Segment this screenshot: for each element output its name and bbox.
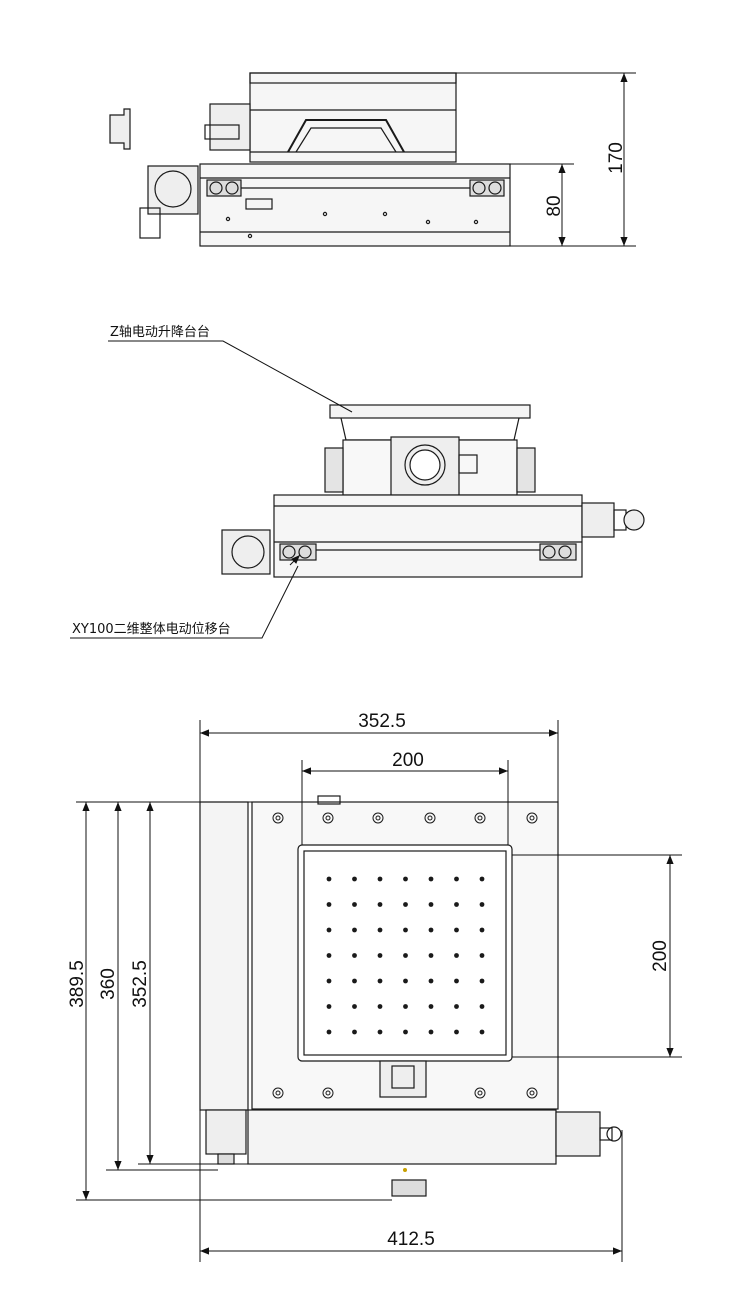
table-hole (352, 1029, 357, 1035)
table-hole (479, 1029, 485, 1035)
table-hole (352, 953, 357, 958)
table-hole (352, 1004, 357, 1009)
table-hole (326, 1004, 332, 1009)
table-hole (326, 978, 332, 984)
mounting-hole (526, 1087, 538, 1099)
mounting-hole (424, 812, 436, 824)
table-hole (377, 927, 383, 933)
mounting-hole (272, 1087, 284, 1099)
table-hole (377, 1004, 383, 1009)
table-hole (352, 876, 357, 882)
table-hole (428, 953, 434, 958)
label-z-stage: Z轴电动升降台台 (110, 325, 210, 340)
mounting-hole-inner (529, 815, 535, 821)
table-hole (352, 927, 357, 933)
table-hole (454, 902, 459, 907)
side-dimensions (456, 72, 636, 247)
mounting-hole (474, 1087, 486, 1099)
table-hole (428, 1004, 434, 1009)
mounting-hole-inner (529, 1090, 535, 1096)
table-hole (403, 876, 408, 882)
table-hole (326, 927, 332, 933)
table-hole (326, 953, 332, 958)
table-hole (479, 927, 485, 933)
table-hole-grid (326, 876, 485, 1035)
table-hole (403, 902, 408, 907)
table-hole (352, 978, 357, 984)
side-view (109, 72, 511, 247)
table-hole (403, 978, 408, 984)
table-hole (479, 1004, 485, 1009)
mounting-hole (526, 812, 538, 824)
table-hole (454, 1004, 459, 1009)
mounting-hole (474, 812, 486, 824)
top-dimensions (76, 720, 682, 1262)
label-xy-stage: XY100二维整体电动位移台 (72, 622, 231, 637)
dim-height-b: 360 (98, 968, 119, 1000)
dim-height-c: 352.5 (130, 960, 151, 1008)
mounting-hole (372, 812, 384, 824)
table-hole (479, 902, 485, 907)
table-hole (326, 1029, 332, 1035)
table-hole (403, 1004, 408, 1009)
table-hole (377, 953, 383, 958)
mounting-hole-inner (325, 815, 331, 821)
center-mark (403, 1168, 407, 1172)
mounting-hole-inner (375, 815, 381, 821)
table-hole (377, 876, 383, 882)
table-hole (428, 1029, 434, 1035)
mounting-hole-inner (325, 1090, 331, 1096)
table-hole (479, 978, 485, 984)
dim-height-a: 389.5 (67, 960, 88, 1008)
table-hole (454, 1029, 459, 1035)
table-hole (428, 902, 434, 907)
dim-base-height: 80 (544, 195, 565, 216)
table-hole (454, 927, 459, 933)
dim-top-width: 352.5 (358, 711, 406, 732)
mounting-hole (322, 1087, 334, 1099)
mounting-hole-inner (477, 815, 483, 821)
table-hole (454, 876, 459, 882)
dim-table-height: 200 (650, 940, 671, 972)
table-hole (326, 876, 332, 882)
dim-bottom-width: 412.5 (387, 1229, 435, 1250)
table-hole (428, 978, 434, 984)
mounting-hole-inner (477, 1090, 483, 1096)
table-hole (479, 953, 485, 958)
table-hole (403, 1029, 408, 1035)
table-hole (428, 927, 434, 933)
table-hole (454, 978, 459, 984)
table-hole (377, 978, 383, 984)
dim-total-height: 170 (606, 142, 627, 174)
table-hole (326, 902, 332, 907)
mounting-hole-inner (427, 815, 433, 821)
table-hole (454, 953, 459, 958)
table-hole (403, 927, 408, 933)
dim-table-width: 200 (392, 750, 424, 771)
table-hole (403, 953, 408, 958)
table-hole (377, 1029, 383, 1035)
mounting-hole (272, 812, 284, 824)
top-view (199, 795, 622, 1197)
table-hole (428, 876, 434, 882)
front-leaders (70, 340, 353, 639)
mounting-hole-inner (275, 815, 281, 821)
front-view (221, 404, 645, 578)
mounting-hole-inner (275, 1090, 281, 1096)
mounting-holes (272, 812, 538, 1099)
table-hole (479, 876, 485, 882)
table-hole (377, 902, 383, 907)
mounting-hole (322, 812, 334, 824)
table-hole (352, 902, 357, 907)
